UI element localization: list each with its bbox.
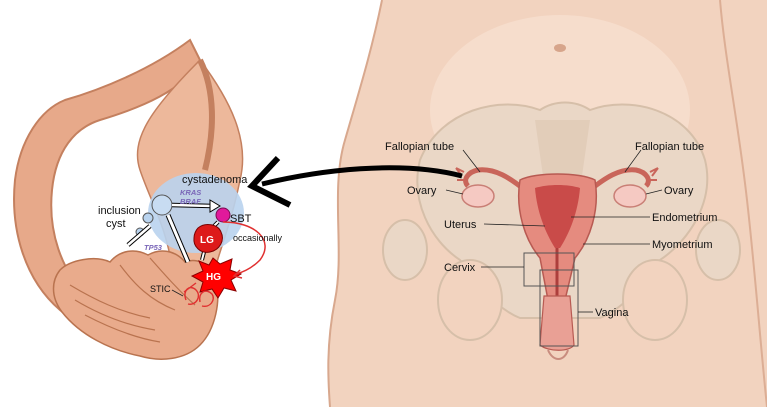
label-gene-kras: KRAS [180, 188, 201, 197]
label-cervix: Cervix [444, 262, 476, 274]
label-stic: STIC [150, 284, 171, 294]
label-endometrium: Endometrium [652, 212, 717, 224]
label-sbt: SBT [230, 213, 252, 225]
label-lg: LG [200, 235, 214, 246]
vagina-shape [540, 296, 574, 350]
navel [554, 44, 566, 52]
ovary-right-shape [614, 185, 646, 207]
ovary-left-shape [462, 185, 494, 207]
femur-head-left [383, 220, 427, 280]
label-hg: HG [206, 272, 221, 283]
label-gene-braf: BRAF [180, 197, 201, 206]
label-ovary-left: Ovary [407, 185, 437, 197]
label-ovary-right: Ovary [664, 185, 694, 197]
label-gene-tp53: TP53 [144, 243, 163, 252]
label-uterus: Uterus [444, 219, 477, 231]
label-myometrium: Myometrium [652, 239, 713, 251]
anatomy-panel: Fallopian tube Fallopian tube Ovary Ovar… [328, 0, 767, 407]
label-fallopian-tube-right: Fallopian tube [635, 141, 704, 153]
label-cystadenoma: cystadenoma [182, 174, 248, 186]
sbt-node [216, 208, 230, 222]
inclusion-cyst-small [143, 213, 153, 223]
label-cyst: cyst [106, 218, 126, 230]
ovary-closeup-panel: cystadenoma KRAS BRAF inclusion cyst SBT… [14, 40, 282, 359]
label-inclusion: inclusion [98, 205, 141, 217]
label-vagina: Vagina [595, 307, 629, 319]
label-occasionally: occasionally [233, 233, 283, 243]
obturator-right [623, 260, 687, 340]
fimbriae-closeup [54, 251, 218, 359]
inclusion-cyst-large [152, 195, 172, 215]
label-fallopian-tube-left: Fallopian tube [385, 141, 454, 153]
